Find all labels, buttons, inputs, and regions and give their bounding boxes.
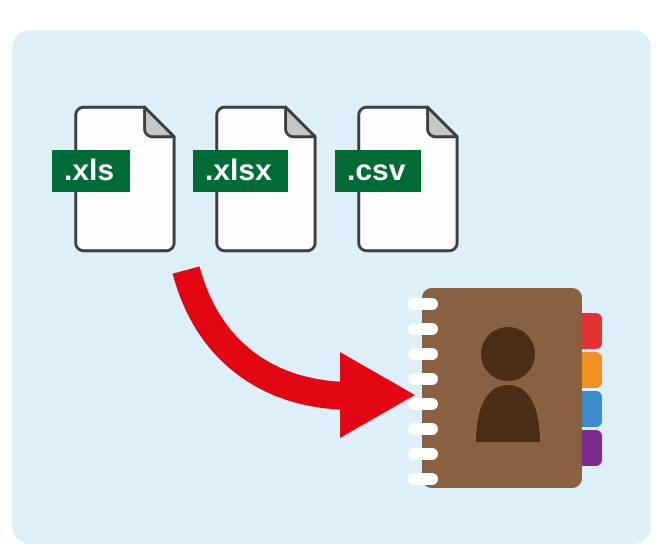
spiral-ring	[408, 348, 438, 360]
spiral-ring	[408, 423, 438, 435]
person-icon	[476, 327, 540, 442]
file-csv: .csv	[335, 100, 463, 258]
file-xls: .xls	[52, 100, 180, 258]
spiral-ring	[408, 323, 438, 335]
book-tab-orange	[582, 352, 602, 388]
file-extension-badge: .xls	[52, 150, 131, 192]
folded-corner	[426, 105, 459, 139]
book-tab-red	[582, 313, 602, 349]
contact-book-icon	[408, 288, 602, 488]
folded-corner	[143, 105, 176, 139]
book-tab-blue	[582, 391, 602, 427]
spiral-ring	[408, 298, 438, 310]
book-tab-purple	[582, 430, 602, 466]
spiral-ring	[408, 398, 438, 410]
spiral-ring	[408, 473, 438, 485]
file-extension-badge: .xlsx	[193, 150, 288, 192]
file-extension-badge: .csv	[335, 150, 422, 192]
folded-corner	[284, 105, 317, 139]
file-xlsx: .xlsx	[193, 100, 321, 258]
spiral-ring	[408, 448, 438, 460]
spiral-ring	[408, 373, 438, 385]
